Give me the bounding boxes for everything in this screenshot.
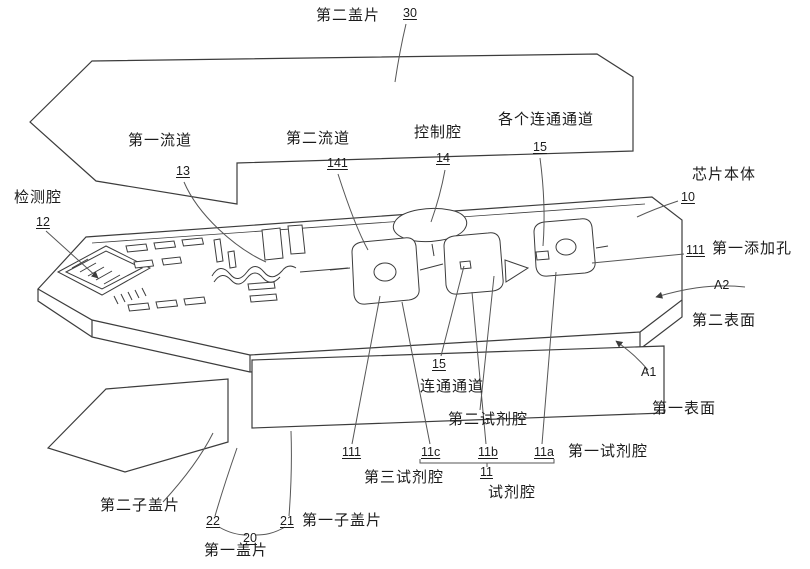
label-detection-chamber: 检测腔 — [14, 189, 63, 206]
ref-22: 22 — [206, 514, 220, 528]
label-connecting-channel: 连通通道 — [420, 378, 485, 395]
label-chip-body: 芯片本体 — [692, 166, 757, 183]
second-sub-cover-plate — [46, 378, 229, 473]
ref-11a: 11a — [534, 445, 554, 459]
ref-141: 141 — [327, 156, 348, 170]
label-second-sub-cover: 第二子盖片 — [100, 497, 181, 514]
label-third-reagent-chamber: 第三试剂腔 — [364, 469, 445, 486]
ref-30: 30 — [403, 6, 417, 20]
ref-10: 10 — [681, 190, 695, 204]
label-second-surface: 第二表面 — [692, 312, 757, 329]
label-second-reagent-chamber: 第二试剂腔 — [448, 411, 529, 428]
label-control-chamber: 控制腔 — [414, 124, 463, 141]
label-connecting-channels-all: 各个连通通道 — [498, 111, 595, 128]
first-sub-cover-plate — [251, 345, 665, 429]
ref-15-bottom: 15 — [432, 357, 446, 371]
label-second-cover: 第二盖片 — [316, 7, 381, 24]
ref-111-right: 111 — [686, 243, 706, 257]
label-first-sub-cover: 第一子盖片 — [302, 512, 383, 529]
ref-21: 21 — [280, 514, 294, 528]
ref-20: 20 — [243, 531, 257, 545]
label-first-addition-hole: 第一添加孔 — [712, 240, 793, 257]
label-second-channel: 第二流道 — [286, 130, 351, 147]
ref-12: 12 — [36, 215, 50, 229]
chip-features — [56, 207, 609, 312]
label-first-channel: 第一流道 — [128, 132, 193, 149]
label-reagent-chamber: 试剂腔 — [488, 484, 537, 501]
second-cover-plate — [29, 53, 634, 205]
label-first-surface: 第一表面 — [652, 400, 717, 417]
ref-14: 14 — [436, 151, 450, 165]
ref-a1: A1 — [641, 365, 657, 379]
leader-lines — [45, 23, 746, 536]
ref-11b: 11b — [478, 445, 498, 459]
label-first-reagent-chamber: 第一试剂腔 — [568, 443, 649, 460]
first-cover-plates — [46, 345, 665, 473]
ref-111-bottom: 111 — [342, 445, 362, 459]
ref-11c: 11c — [421, 445, 441, 459]
ref-15-top: 15 — [533, 140, 547, 154]
ref-13: 13 — [176, 164, 190, 178]
ref-11: 11 — [480, 465, 493, 479]
ref-a2: A2 — [714, 278, 730, 292]
label-first-cover: 第一盖片 — [204, 542, 269, 559]
